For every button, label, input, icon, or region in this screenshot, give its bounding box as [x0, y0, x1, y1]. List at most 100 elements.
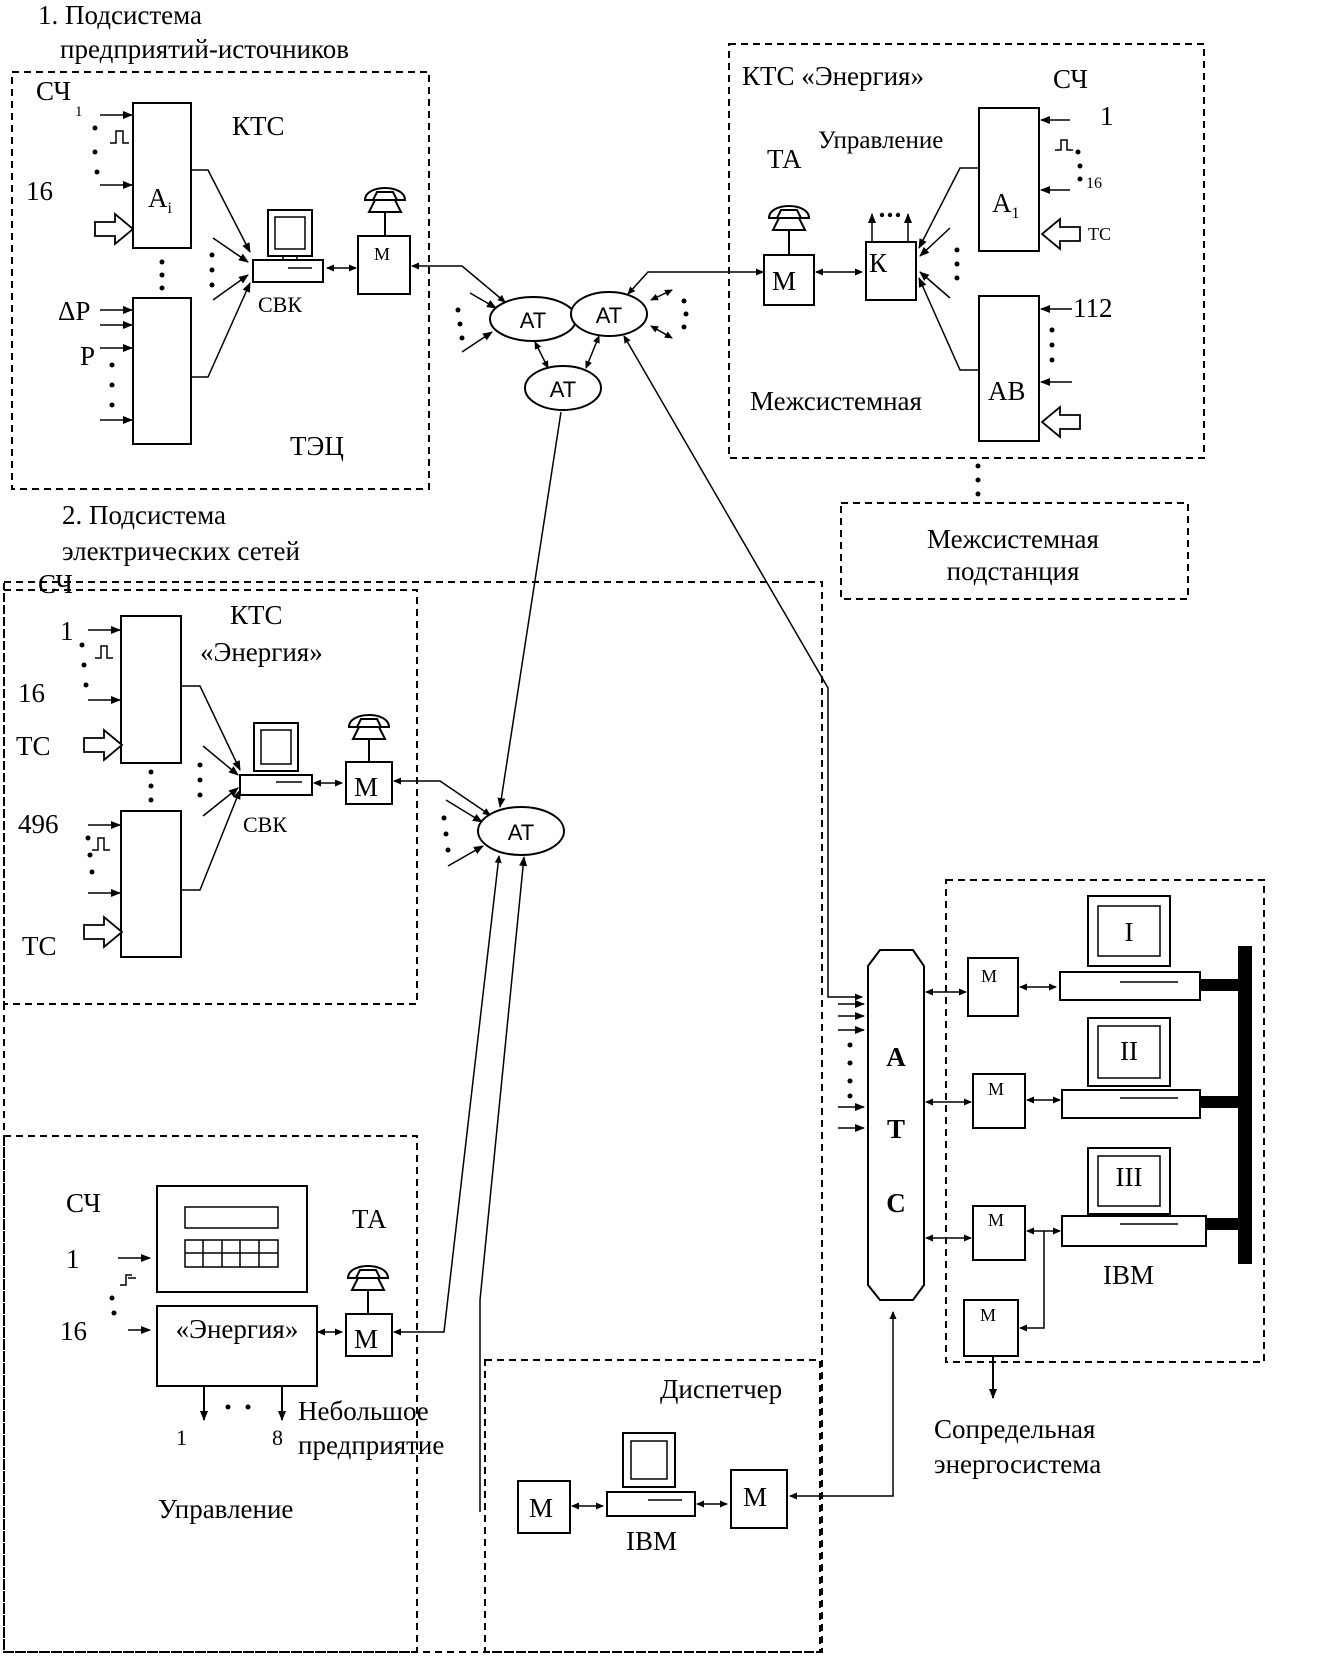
energy-tc-label: ТС: [1088, 224, 1111, 244]
energy-switch-k-label: К: [869, 248, 888, 278]
energy-input-112-label: 112: [1073, 293, 1113, 323]
tec-svk-label: СВК: [258, 292, 302, 317]
small-energiya-box: [156, 1305, 318, 1387]
energy-modem-label: М: [772, 266, 796, 296]
at-node-3-label: АТ: [550, 377, 576, 402]
networks-kts-line2: «Энергия»: [200, 637, 323, 667]
small-meter-display: [156, 1185, 308, 1293]
small-input-1-label: 1: [66, 1244, 80, 1274]
tec-input-1-label: 1: [75, 104, 83, 120]
ats-letter-t: Т: [887, 1114, 905, 1144]
networks-modem: [345, 761, 393, 805]
tec-kts-label: КТС: [232, 111, 285, 141]
subsystem-1-title-line2: предприятий-источников: [60, 34, 349, 64]
cluster-modem-4: [963, 1299, 1019, 1357]
networks-svk-computer: [239, 722, 313, 796]
small-energiya-label: «Энергия»: [176, 1314, 299, 1344]
tec-hollow-input-arrow: [94, 212, 135, 246]
tec-controller-ai: [132, 102, 192, 249]
cluster-modem-1-label: М: [981, 966, 997, 986]
neighbor-system-line2: энергосистема: [934, 1449, 1101, 1479]
subsystem-2-title-line2: электрических сетей: [62, 536, 300, 566]
dispatcher-modem-2-label: М: [743, 1482, 767, 1512]
networks-input-1-label: 1: [60, 616, 74, 646]
kts-energiya-title: КТС «Энергия»: [742, 61, 924, 91]
tec-dp-label: ΔP: [58, 296, 90, 326]
at-node-3: [524, 365, 602, 411]
ats-exchange: [867, 949, 925, 1301]
at-node-2-label: АТ: [596, 303, 622, 328]
networks-telephone-icon: [348, 714, 390, 740]
networks-controller-2: [120, 810, 182, 958]
small-enterprise-frame: [3, 1135, 418, 1653]
dispatcher-modem-2: [730, 1469, 788, 1529]
energy-input-16-label: 16: [1086, 175, 1102, 192]
cluster-pc-3-label: III: [1116, 1162, 1143, 1192]
substation-label-line1: Межсистемная: [927, 524, 1099, 554]
subsystem-2-title-line1: 2. Подсистема: [62, 500, 226, 530]
small-output-8-label: 8: [272, 1425, 283, 1450]
tec-modem: [357, 235, 411, 295]
energy-modem: [763, 254, 815, 306]
cluster-pc-1-label: I: [1125, 917, 1134, 947]
dispatcher-title: Диспетчер: [660, 1374, 782, 1404]
substation-label-line2: подстанция: [947, 556, 1080, 586]
energy-intersystem-label: Межсистемная: [750, 386, 922, 416]
intersystem-substation-box: [840, 502, 1189, 600]
cluster-ibm-label: IBM: [1103, 1260, 1154, 1290]
cluster-modem-3-label: М: [988, 1210, 1004, 1230]
networks-tc2-label: ТС: [22, 931, 57, 961]
tec-controller-2: [132, 297, 192, 445]
energy-controller-ab: [978, 295, 1040, 442]
energy-sch-label: СЧ: [1053, 64, 1088, 94]
energy-switch-k: [865, 241, 917, 301]
tec-telephone-icon: [364, 187, 406, 213]
tec-sch-label: СЧ: [36, 76, 71, 106]
networks-input-496-label: 496: [18, 809, 59, 839]
neighbor-system-line1: Сопредельная: [934, 1414, 1095, 1444]
small-modem-label: М: [354, 1324, 378, 1354]
tec-svk-computer: [252, 209, 324, 283]
energy-controller-a1: [978, 107, 1040, 252]
cluster-modem-2-label: М: [988, 1079, 1004, 1099]
small-modem: [345, 1313, 393, 1357]
small-telephone-icon: [347, 1265, 389, 1291]
small-control-label: Управление: [158, 1494, 293, 1524]
energy-ab-label: АВ: [988, 376, 1026, 406]
small-ta-label: ТА: [352, 1204, 387, 1234]
networks-subsystem-frame: [3, 581, 823, 1653]
at-node-2: [570, 291, 648, 337]
networks-controller-1: [120, 615, 182, 764]
dispatcher-modem-1: [517, 1480, 571, 1534]
small-output-1-label: 1: [176, 1425, 187, 1450]
cluster-modem-2: [972, 1073, 1026, 1129]
energy-ta-label: ТА: [767, 144, 802, 174]
ats-letter-a: А: [886, 1042, 906, 1072]
energy-telephone-icon: [768, 205, 810, 231]
ats-letter-c: С: [886, 1188, 906, 1218]
small-sch-label: СЧ: [66, 1188, 101, 1218]
networks-kts-frame: [3, 589, 418, 1005]
energy-control-label: Управление: [818, 127, 943, 154]
dispatcher-frame: [484, 1359, 821, 1653]
tec-ai-label: Ai: [148, 183, 173, 217]
at-node-1-label: АТ: [520, 308, 546, 333]
cluster-pc-2-label: II: [1120, 1036, 1138, 1066]
energy-hollow-input-arrow: [1040, 217, 1081, 251]
cluster-pc-3: [1061, 1147, 1207, 1247]
small-input-16-label: 16: [60, 1316, 87, 1346]
networks-modem-label: М: [354, 772, 378, 802]
networks-kts-line1: КТС: [230, 600, 283, 630]
energy-a1-label: A1: [992, 188, 1020, 222]
ibm-cluster-frame: [945, 879, 1265, 1363]
cluster-pc-1: [1059, 895, 1201, 1001]
dispatcher-ibm-label: IBM: [626, 1526, 677, 1556]
cluster-modem-1: [967, 957, 1019, 1017]
energy-input-1-label: 1: [1100, 101, 1114, 131]
tec-p-label: P: [80, 341, 95, 371]
at-node-4-label: АТ: [508, 820, 534, 845]
cluster-bus: [1238, 946, 1252, 1264]
small-enterprise-label-line1: Небольшое: [298, 1396, 429, 1426]
at-node-4: [477, 806, 565, 856]
